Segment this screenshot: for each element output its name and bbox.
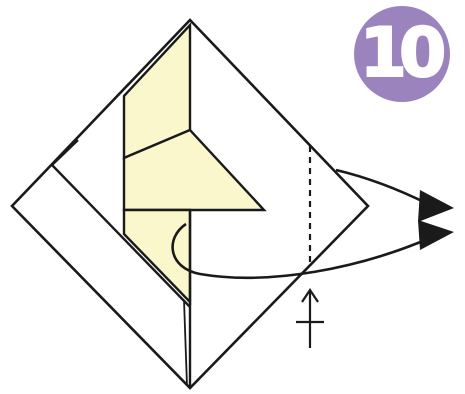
arrow-head-bottom [418,220,454,250]
turn-over-arrow-icon [296,290,324,348]
arrow-head-top [418,190,454,222]
step-badge: 10 [354,6,450,102]
step-number: 10 [360,20,445,88]
